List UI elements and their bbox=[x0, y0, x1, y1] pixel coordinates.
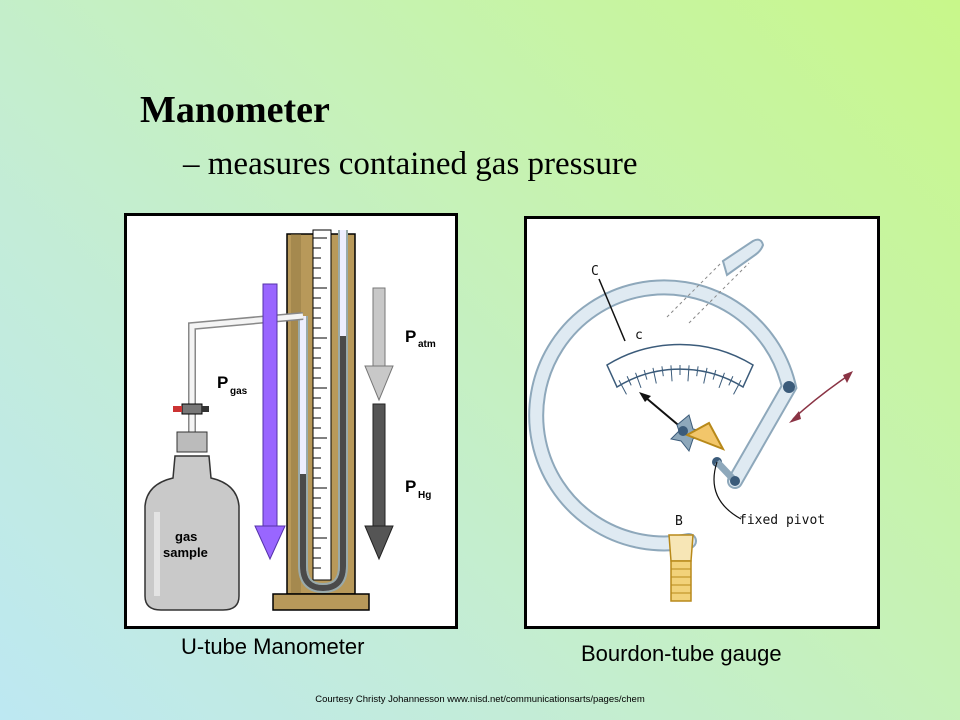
u-tube-manometer-drawing: gas sample P gas P atm P Hg bbox=[144, 229, 436, 611]
dial-tick bbox=[618, 379, 627, 395]
dial-tick bbox=[728, 376, 734, 386]
label-c-lower: c bbox=[635, 328, 643, 343]
p-hg-subscript: Hg bbox=[418, 490, 431, 501]
slide-subtitle: – measures contained gas pressure bbox=[183, 146, 638, 182]
p-gas-arrow bbox=[254, 283, 286, 561]
fixed-pivot-label: fixed pivot bbox=[739, 513, 825, 528]
dial-tick bbox=[643, 369, 648, 380]
p-hg-label: P bbox=[405, 477, 416, 496]
dial-tick bbox=[661, 366, 664, 377]
pivot-callout-line bbox=[713, 461, 742, 520]
dial-tick bbox=[652, 367, 657, 384]
p-atm-label: P bbox=[405, 327, 416, 346]
p-gas-subscript: gas bbox=[230, 386, 248, 397]
inlet-fitting bbox=[668, 534, 694, 602]
p-atm-subscript: atm bbox=[418, 339, 436, 350]
mercury-column bbox=[300, 336, 346, 592]
u-tube-manometer-figure: gas sample P gas P atm P Hg bbox=[124, 213, 458, 629]
dial-tick bbox=[635, 372, 642, 389]
dial-tick bbox=[626, 376, 632, 386]
dial-tick bbox=[712, 369, 717, 380]
flask-label-line1: gas bbox=[175, 529, 197, 544]
credit-line: Courtesy Christy Johannesson www.nisd.ne… bbox=[315, 694, 645, 705]
p-atm-arrow bbox=[364, 287, 394, 402]
gauge-pointer bbox=[644, 396, 684, 430]
p-hg-arrow bbox=[364, 403, 394, 561]
slide-title: Manometer bbox=[140, 89, 330, 131]
motion-arrow-icon bbox=[789, 371, 853, 423]
bourdon-caption: Bourdon-tube gauge bbox=[581, 641, 782, 666]
bourdon-tube-gauge-drawing: fixed pivot C c B bbox=[528, 238, 853, 602]
dial-tick bbox=[733, 379, 742, 395]
valve-icon bbox=[173, 403, 209, 415]
bourdon-tube-gauge-figure: fixed pivot C c B bbox=[524, 216, 880, 629]
tube-cross-section bbox=[721, 238, 765, 277]
dial-tick bbox=[718, 372, 725, 389]
dial-tick bbox=[687, 365, 690, 382]
gas-sample-flask bbox=[144, 431, 240, 611]
p-gas-label: P bbox=[217, 373, 228, 392]
u-tube-caption: U-tube Manometer bbox=[181, 634, 365, 659]
manometer-base bbox=[272, 593, 370, 611]
dial-tick bbox=[670, 365, 673, 382]
dial-tick bbox=[696, 366, 699, 377]
scale-ticks bbox=[313, 237, 327, 569]
gear-sector-icon bbox=[669, 414, 726, 467]
flask-label-line2: sample bbox=[163, 545, 208, 560]
dial-ticks bbox=[618, 365, 742, 395]
label-c-upper: C bbox=[591, 264, 599, 279]
dial-tick bbox=[703, 367, 708, 384]
label-b: B bbox=[675, 514, 683, 529]
